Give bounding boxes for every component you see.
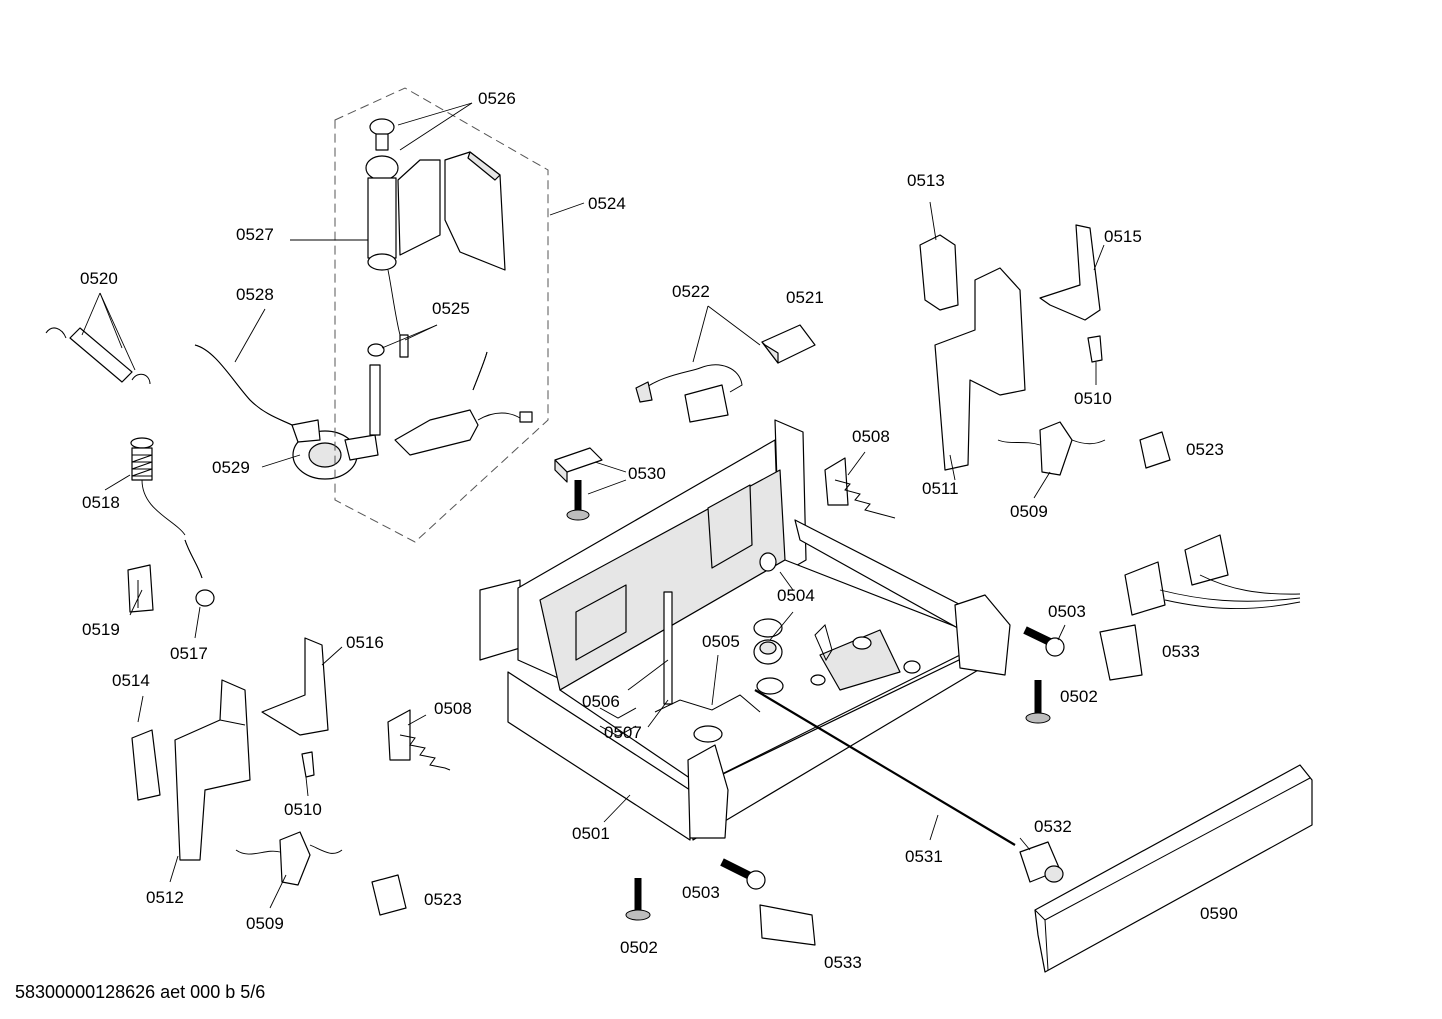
callout-0513: 0513 xyxy=(907,171,945,190)
bracket-0513 xyxy=(919,234,959,311)
spring-0508-right xyxy=(824,457,896,519)
bracket-0515 xyxy=(1039,224,1101,321)
callout-0523-left: 0523 xyxy=(424,890,462,909)
callout-0517: 0517 xyxy=(170,644,208,663)
clip-0510-left xyxy=(301,751,315,778)
front-panel-0590 xyxy=(1034,764,1313,973)
clip-0519 xyxy=(127,564,154,613)
foot-screw-0502-bottom xyxy=(625,878,651,921)
callout-0514: 0514 xyxy=(112,671,150,690)
seal-ring-0504 xyxy=(753,618,783,665)
connectors-0525 xyxy=(367,269,409,436)
callout-0533-right: 0533 xyxy=(1162,642,1200,661)
callout-0526: 0526 xyxy=(478,89,516,108)
callout-0510-right: 0510 xyxy=(1074,389,1112,408)
callout-0533-bottom: 0533 xyxy=(824,953,862,972)
pipe-0520 xyxy=(45,327,151,385)
callout-0523-right: 0523 xyxy=(1186,440,1224,459)
rod-0531 xyxy=(754,689,1016,846)
callout-0510-left: 0510 xyxy=(284,800,322,819)
callout-0503-right: 0503 xyxy=(1048,602,1086,621)
foot-screw-0502-right xyxy=(1025,680,1051,724)
callout-0511: 0511 xyxy=(922,479,959,498)
footer-code: 58300000128626 aet 000 b 5/6 xyxy=(15,982,265,1002)
callout-0530: 0530 xyxy=(628,464,666,483)
hose-0528 xyxy=(194,344,293,426)
tube-0506 xyxy=(663,591,673,705)
callout-0527: 0527 xyxy=(236,225,274,244)
assembly-boundary-0524 xyxy=(334,87,549,543)
pump-0529 xyxy=(291,419,379,480)
block-0523-right xyxy=(1139,431,1171,469)
callout-0507: 0507 xyxy=(604,723,642,742)
callout-0521: 0521 xyxy=(786,288,824,307)
bracket-0512 xyxy=(174,679,251,861)
bracket-0511 xyxy=(934,267,1026,471)
callout-0518: 0518 xyxy=(82,493,120,512)
bolt-0503-right xyxy=(1023,626,1065,657)
callout-0508-left: 0508 xyxy=(434,699,472,718)
spring-0508-left xyxy=(387,709,451,771)
bracket-0514 xyxy=(131,729,161,801)
callout-0503-bottom: 0503 xyxy=(682,883,720,902)
callout-0502-right: 0502 xyxy=(1060,687,1098,706)
clip-block-0530 xyxy=(554,447,603,483)
callout-0505: 0505 xyxy=(702,632,740,651)
callout-0519: 0519 xyxy=(82,620,120,639)
spring-0518 xyxy=(130,437,154,481)
sensor-0509-right xyxy=(997,421,1106,476)
callout-0532: 0532 xyxy=(1034,817,1072,836)
valve-0527 xyxy=(365,118,441,271)
callout-0520: 0520 xyxy=(80,269,118,288)
heater-assembly xyxy=(394,351,533,456)
leader-lines xyxy=(81,102,1105,909)
callout-0506: 0506 xyxy=(582,692,620,711)
callout-0531: 0531 xyxy=(905,847,943,866)
callout-0525: 0525 xyxy=(432,299,470,318)
callout-labels: 0526 0524 0527 0520 0528 0525 0529 0518 … xyxy=(80,89,1238,972)
callout-0501: 0501 xyxy=(572,824,610,843)
callout-0504: 0504 xyxy=(777,586,815,605)
callout-0590: 0590 xyxy=(1200,904,1238,923)
harness-0522 xyxy=(635,364,743,423)
connector-0521 xyxy=(761,324,816,364)
callout-0516: 0516 xyxy=(346,633,384,652)
knob-0532 xyxy=(1019,841,1064,883)
harness-0533-top xyxy=(1124,534,1301,616)
hose-0517 xyxy=(184,539,215,607)
callout-0515: 0515 xyxy=(1104,227,1142,246)
callout-0509-left: 0509 xyxy=(246,914,284,933)
clip-0510-right xyxy=(1087,335,1103,363)
bracket-0533-right xyxy=(1099,624,1143,681)
callout-0528: 0528 xyxy=(236,285,274,304)
bracket-0516 xyxy=(261,637,329,736)
housing-0524 xyxy=(444,151,506,271)
foot-screw-0530 xyxy=(566,480,590,521)
sensor-0509-left xyxy=(235,831,343,886)
callout-0529: 0529 xyxy=(212,458,250,477)
callout-0524: 0524 xyxy=(588,194,626,213)
callout-0508-right: 0508 xyxy=(852,427,890,446)
block-0523-left xyxy=(371,874,407,916)
bracket-0533-bottom xyxy=(759,904,816,946)
callout-0509-right: 0509 xyxy=(1010,502,1048,521)
callout-0512: 0512 xyxy=(146,888,184,907)
callout-0522: 0522 xyxy=(672,282,710,301)
bolt-0503-bottom xyxy=(720,858,766,890)
callout-0502-bottom: 0502 xyxy=(620,938,658,957)
